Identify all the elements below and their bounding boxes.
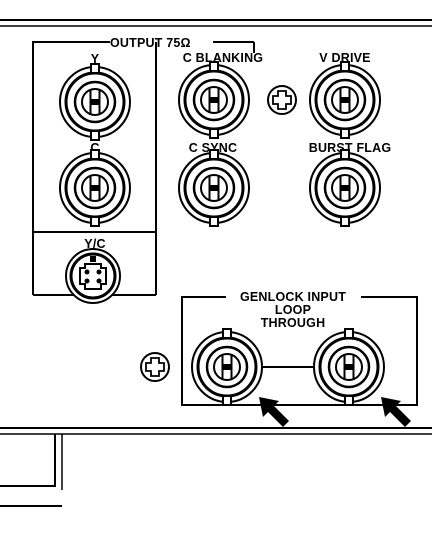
arrow-pointer-icon-2 [381, 397, 411, 427]
y-bnc-connector-icon [58, 62, 132, 142]
c-blanking-bnc-connector-icon [177, 60, 251, 140]
genlock-screw-icon [140, 352, 170, 382]
arrow-pointer-icon [259, 397, 289, 427]
y-label: Y [91, 52, 100, 66]
c-sync-bnc-connector-icon [177, 148, 251, 228]
c-sync-label: C SYNC [189, 141, 237, 155]
output-group-label: OUTPUT 75Ω [110, 36, 191, 50]
genlock-input-label: GENLOCK INPUT [240, 290, 346, 304]
through-label: THROUGH [261, 316, 326, 330]
genlock-in-2-bnc-connector-icon [312, 327, 386, 407]
chassis-foot [0, 434, 63, 507]
yc-svideo-connector-icon [65, 248, 121, 304]
loop-label: LOOP [275, 303, 311, 317]
panel-top-edge [0, 19, 432, 27]
burst-flag-label: BURST FLAG [309, 141, 392, 155]
genlock-in-1-bnc-connector-icon [190, 327, 264, 407]
yc-label: Y/C [84, 237, 105, 251]
burst-flag-bnc-connector-icon [308, 148, 382, 228]
v-drive-label: V DRIVE [319, 51, 370, 65]
screw-icon [267, 85, 297, 115]
c-label: C [90, 141, 99, 155]
c-blanking-label: C BLANKING [183, 51, 263, 65]
panel-bottom-edge [0, 427, 432, 435]
c-bnc-connector-icon [58, 148, 132, 228]
v-drive-bnc-connector-icon [308, 60, 382, 140]
genlock-group-frame [181, 296, 418, 406]
